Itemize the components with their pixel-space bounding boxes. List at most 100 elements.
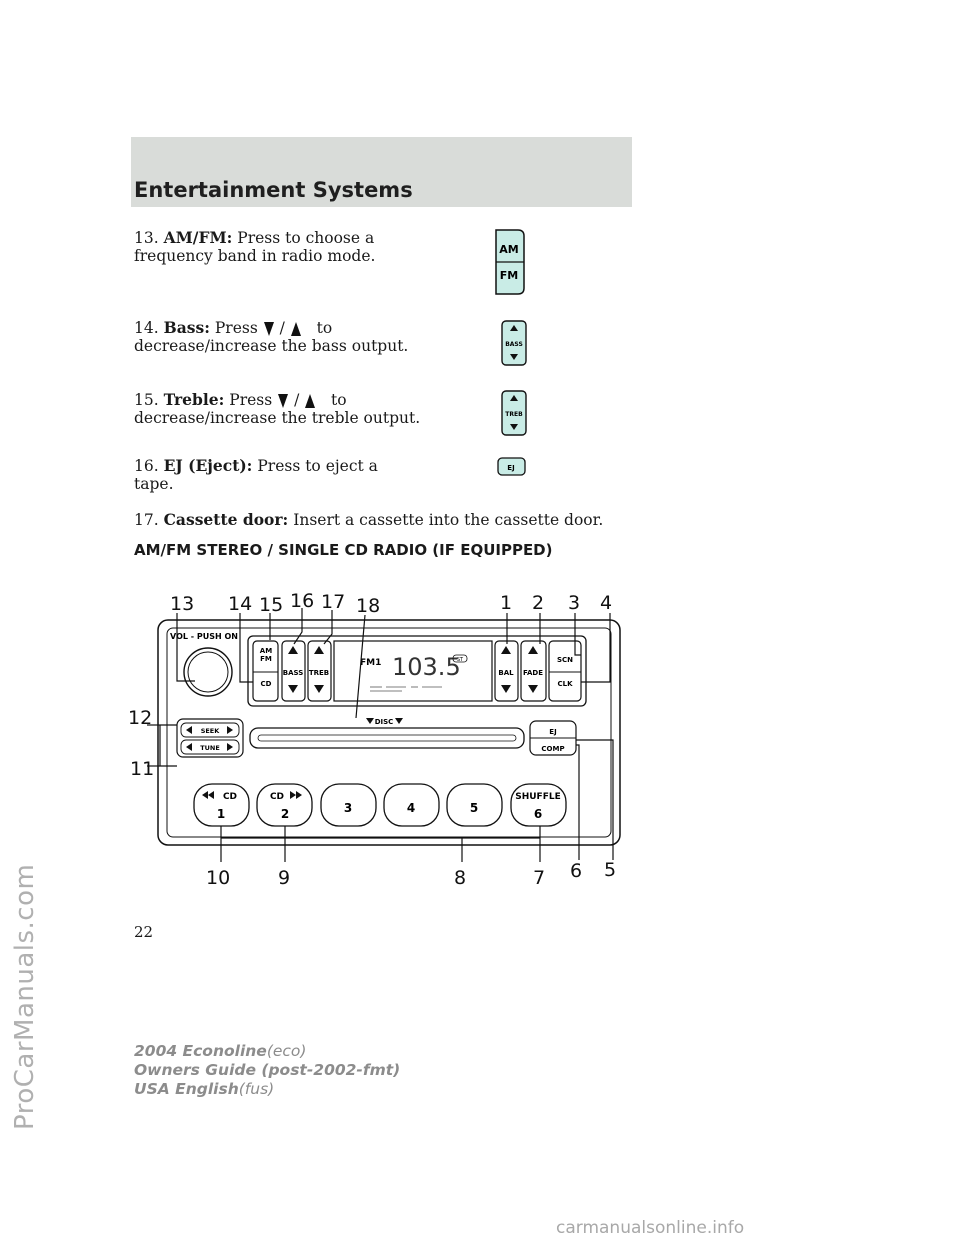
callout-2: 2: [532, 592, 544, 614]
item-15-line1: 15. Treble: Press / to: [134, 390, 347, 410]
item-14-line1: 14. Bass: Press / to: [134, 318, 332, 338]
callout-12: 12: [128, 707, 152, 729]
bass-button: [281, 640, 306, 702]
am-label: AM: [260, 647, 272, 655]
callout-18: 18: [356, 595, 380, 617]
vol-label: VOL - PUSH ON: [170, 632, 238, 641]
preset-2-num: 2: [281, 807, 289, 821]
item-label: Treble:: [163, 390, 225, 409]
footer: 2004 Econoline(eco) Owners Guide (post-2…: [134, 1042, 400, 1099]
preset-6-top: SHUFFLE: [515, 792, 561, 802]
bal-label: BAL: [498, 669, 514, 677]
scn-label: SCN: [557, 656, 573, 664]
callout-6: 6: [570, 860, 582, 882]
bass-label: BASS: [505, 341, 523, 348]
preset-4: 4: [383, 783, 440, 827]
down-arrow-icon: [263, 322, 274, 336]
item-number: 16.: [134, 457, 159, 475]
footer-model: 2004 Econoline: [134, 1042, 267, 1060]
footer-line1: 2004 Econoline(eco): [134, 1042, 400, 1061]
display-frequency: 103.5: [392, 653, 461, 681]
tune-label: TUNE: [200, 744, 220, 752]
treb-label: TREB: [309, 669, 329, 677]
callout-10: 10: [206, 867, 230, 889]
seek-tune-button: [176, 718, 244, 758]
fm-label: FM: [500, 269, 518, 282]
callout-5: 5: [604, 859, 616, 881]
callout-8: 8: [454, 867, 466, 889]
eject-button-icon: EJ: [497, 457, 526, 476]
footer-language: USA English: [134, 1080, 239, 1098]
page-number: 22: [134, 923, 154, 941]
watermark-side: ProCarManuals.com: [10, 863, 40, 1130]
item-number: 13.: [134, 229, 159, 247]
preset-3: 3: [320, 783, 377, 827]
am-fm-button-icon: AM FM: [495, 229, 525, 295]
leader-lines: [147, 608, 614, 862]
callout-11: 11: [130, 758, 154, 780]
fm-label: FM: [260, 655, 272, 663]
item-text: Press: [214, 319, 258, 337]
preset-1-num: 1: [217, 807, 225, 821]
callout-17: 17: [321, 591, 345, 613]
callout-1: 1: [500, 592, 512, 614]
preset-1-top: CD: [223, 792, 237, 802]
disc-slot: [249, 727, 525, 749]
radio-diagram: VOL - PUSH ON AM FM CD BASS TREB FM1 103…: [128, 590, 621, 889]
clk-label: CLK: [557, 680, 573, 688]
volume-knob: [183, 647, 233, 697]
item-13-line1: 13. AM/FM: Press to choose a: [134, 228, 374, 248]
volume-knob-inner: [187, 651, 229, 693]
control-cluster: [247, 635, 587, 707]
item-17-line1: 17. Cassette door: Insert a cassette int…: [134, 510, 603, 530]
ej-label: EJ: [507, 464, 514, 472]
callout-14: 14: [228, 593, 252, 615]
radio-faceplate: [166, 627, 612, 838]
item-text: to: [331, 391, 347, 409]
preset-6-num: 6: [534, 807, 542, 821]
preset-4-num: 4: [407, 801, 415, 815]
watermark-bottom: carmanualsonline.info: [556, 1218, 745, 1238]
preset-5: 5: [446, 783, 503, 827]
cd-label: CD: [261, 680, 272, 688]
preset-2: CD 2: [256, 783, 313, 827]
display-badge: ST: [457, 657, 464, 663]
preset-5-num: 5: [470, 801, 478, 815]
up-arrow-icon: [290, 322, 301, 336]
item-label: Bass:: [163, 318, 210, 337]
preset-6: SHUFFLE 6: [510, 783, 567, 827]
footer-language-code: (fus): [238, 1080, 275, 1098]
footer-model-code: (eco): [266, 1042, 307, 1060]
bass-button-icon: BASS: [501, 320, 527, 366]
callout-numbers: 13 14 15 16 17 18 1 2 3 4 12 11 10 9 8 7…: [128, 590, 616, 889]
am-label: AM: [499, 243, 518, 256]
item-text: Press: [229, 391, 273, 409]
down-arrow-icon: [278, 394, 289, 408]
item-15-line2: decrease/increase the treble output.: [134, 409, 421, 427]
section-heading: AM/FM STEREO / SINGLE CD RADIO (IF EQUIP…: [134, 541, 553, 559]
fade-button: [520, 640, 547, 702]
item-text: to: [316, 319, 333, 337]
callout-3: 3: [568, 592, 580, 614]
callout-16: 16: [290, 590, 314, 612]
page-title: Entertainment Systems: [134, 178, 413, 202]
am-fm-cd-button: [252, 640, 279, 702]
slash: /: [294, 391, 300, 409]
preset-1: CD 1: [193, 783, 250, 827]
item-label: Cassette door:: [163, 510, 289, 529]
display-band: FM1: [360, 658, 381, 668]
item-text: Press to choose a: [237, 229, 375, 247]
item-label: EJ (Eject):: [163, 456, 253, 475]
up-arrow-icon: [305, 394, 316, 408]
footer-line2: Owners Guide (post-2002-fmt): [134, 1061, 401, 1079]
callout-15: 15: [259, 594, 283, 616]
fade-label: FADE: [523, 669, 543, 677]
item-16-line2: tape.: [134, 475, 174, 493]
callout-13: 13: [170, 593, 194, 615]
item-label: AM/FM:: [163, 228, 233, 247]
disc-label: DISC: [375, 718, 394, 726]
item-text: Press to eject a: [257, 457, 378, 475]
treble-button-icon: TREB: [501, 390, 527, 436]
preset-3-num: 3: [344, 801, 352, 815]
item-text: Insert a cassette into the cassette door…: [293, 511, 604, 529]
